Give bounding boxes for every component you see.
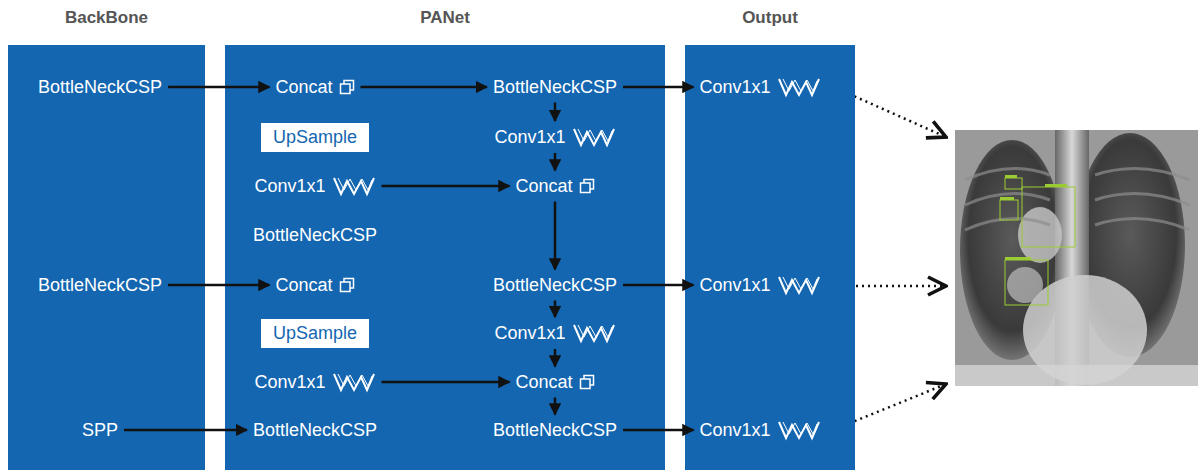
chest-xray	[955, 130, 1198, 386]
flow-arrow	[361, 86, 487, 89]
layer-block: BottleNeckCSP	[35, 75, 165, 100]
layer-name: Conv1x1	[699, 275, 770, 296]
upsample-box: UpSample	[261, 319, 369, 348]
layer-name: BottleNeckCSP	[253, 225, 377, 246]
layer-block: Conv1x1	[491, 320, 618, 346]
layer-block: BottleNeckCSP	[250, 223, 380, 248]
concat-icon	[339, 277, 355, 293]
concat-icon	[579, 374, 595, 390]
conv-icon	[332, 175, 376, 197]
layer-block: BottleNeckCSP	[250, 418, 380, 443]
layer-name: Conv1x1	[494, 323, 565, 344]
layer-block: BottleNeckCSP	[490, 273, 620, 298]
stage-panel: BackBoneBottleNeckCSPBottleNeckCSPSPP	[8, 45, 205, 470]
concat-icon	[579, 178, 595, 194]
layer-block: SPP	[79, 418, 121, 443]
layer-name: BottleNeckCSP	[253, 420, 377, 441]
flow-arrow	[554, 301, 557, 318]
layer-name: Conv1x1	[254, 176, 325, 197]
layer-name: UpSample	[273, 127, 357, 148]
layer-name: Conv1x1	[699, 77, 770, 98]
flow-arrow	[554, 103, 557, 122]
layer-block: Conv1x1	[251, 173, 378, 199]
flow-arrow	[382, 381, 510, 384]
layer-block: Conv1x1	[491, 124, 618, 150]
layer-name: Conv1x1	[494, 127, 565, 148]
stage-panel: PANetConcatBottleNeckCSPUpSampleConv1x1C…	[225, 45, 665, 470]
panel-heading: BackBone	[8, 8, 205, 28]
conv-icon	[777, 76, 821, 98]
flow-arrow	[554, 153, 557, 171]
layer-block: Conv1x1	[251, 369, 378, 395]
layer-block: BottleNeckCSP	[490, 75, 620, 100]
layer-block: Concat	[512, 370, 597, 395]
flow-arrow	[623, 429, 693, 432]
flow-arrow	[168, 284, 269, 287]
layer-name: BottleNeckCSP	[493, 420, 617, 441]
layer-name: BottleNeckCSP	[38, 77, 162, 98]
stage-panel: OutputConv1x1Conv1x1Conv1x1	[685, 45, 855, 470]
panel-heading: PANet	[225, 8, 665, 28]
flow-arrow	[623, 284, 693, 287]
conv-icon	[572, 126, 616, 148]
layer-name: Concat	[515, 372, 572, 393]
layer-block: Concat	[272, 273, 357, 298]
layer-block: Conv1x1	[696, 417, 823, 443]
flow-arrow	[554, 202, 557, 270]
conv-icon	[572, 322, 616, 344]
conv-icon	[332, 371, 376, 393]
flow-arrow	[623, 86, 693, 89]
layer-name: BottleNeckCSP	[493, 275, 617, 296]
layer-name: Conv1x1	[254, 372, 325, 393]
concat-icon	[339, 79, 355, 95]
flow-arrow	[124, 429, 247, 432]
layer-name: BottleNeckCSP	[38, 275, 162, 296]
panel-heading: Output	[685, 8, 855, 28]
conv-icon	[777, 419, 821, 441]
flow-arrow	[382, 185, 510, 188]
layer-block: Conv1x1	[696, 272, 823, 298]
flow-arrow	[554, 398, 557, 415]
flow-arrow	[168, 86, 269, 89]
layer-name: Conv1x1	[699, 420, 770, 441]
layer-block: Conv1x1	[696, 74, 823, 100]
layer-block: Concat	[272, 75, 357, 100]
layer-block: BottleNeckCSP	[35, 273, 165, 298]
layer-name: Concat	[275, 275, 332, 296]
layer-name: UpSample	[273, 323, 357, 344]
layer-block: BottleNeckCSP	[490, 418, 620, 443]
layer-name: SPP	[82, 420, 118, 441]
flow-arrow	[554, 349, 557, 367]
layer-block: Concat	[512, 174, 597, 199]
conv-icon	[777, 274, 821, 296]
layer-name: BottleNeckCSP	[493, 77, 617, 98]
upsample-box: UpSample	[261, 123, 369, 152]
layer-name: Concat	[515, 176, 572, 197]
layer-name: Concat	[275, 77, 332, 98]
